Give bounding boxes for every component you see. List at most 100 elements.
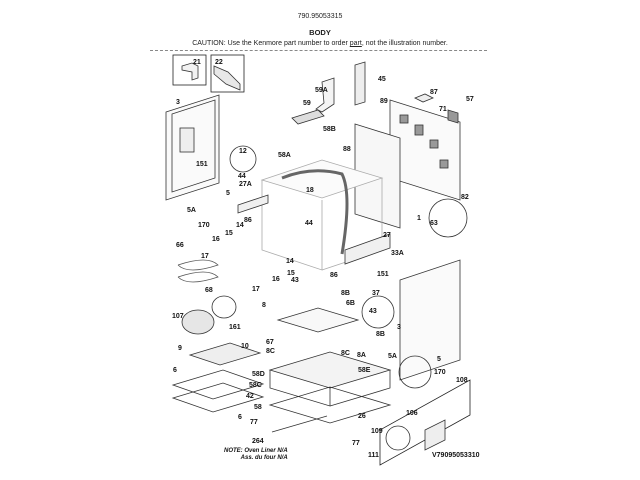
callout-21: 21 <box>193 59 201 66</box>
callout-37: 37 <box>372 290 380 297</box>
callout-58B: 58B <box>323 126 336 133</box>
callout-43b: 43 <box>369 308 377 315</box>
drawer-panel-58 <box>268 386 392 424</box>
callout-6b: 6 <box>238 414 242 421</box>
callout-67: 67 <box>266 339 274 346</box>
callout-111: 111 <box>368 452 379 459</box>
rack-8 <box>276 307 360 333</box>
callout-151b: 151 <box>377 271 389 278</box>
callout-3b: 3 <box>397 324 401 331</box>
callout-106: 106 <box>406 410 418 417</box>
callout-6B: 6B <box>346 300 355 307</box>
drawer-sides <box>269 370 391 407</box>
callout-59A: 59A <box>315 87 328 94</box>
callout-8Bb: 8B <box>376 331 385 338</box>
callout-58E: 58E <box>358 367 371 374</box>
callout-77: 77 <box>250 419 258 426</box>
callout-14: 14 <box>236 222 244 229</box>
callout-3: 3 <box>176 99 180 106</box>
callout-17: 17 <box>201 253 209 260</box>
callout-107: 107 <box>172 313 184 320</box>
callout-12: 12 <box>239 148 247 155</box>
callout-26: 26 <box>358 413 366 420</box>
callout-44: 44 <box>238 173 246 180</box>
caution-text: CAUTION: Use the Kenmore part number to … <box>0 40 640 47</box>
callout-27: 27 <box>383 232 391 239</box>
bracket-45 <box>354 61 366 106</box>
warming-drawer <box>268 351 392 389</box>
part-57 <box>447 109 459 124</box>
rear-panel-71 <box>389 99 461 201</box>
side-panel-left <box>165 94 220 201</box>
bracket-59A <box>315 77 335 113</box>
callout-59: 59 <box>303 100 311 107</box>
callout-43: 43 <box>291 277 299 284</box>
header-divider <box>150 50 487 51</box>
callout-77b: 77 <box>352 440 360 447</box>
oven-rack-top <box>171 369 265 400</box>
callout-44b: 44 <box>305 220 313 227</box>
callout-71: 71 <box>439 106 447 113</box>
rail-27 <box>344 233 391 265</box>
callout-5: 5 <box>226 190 230 197</box>
callout-58: 58 <box>254 404 262 411</box>
callout-87: 87 <box>430 89 438 96</box>
callout-17b: 17 <box>252 286 260 293</box>
callout-161: 161 <box>229 324 241 331</box>
callout-57: 57 <box>466 96 474 103</box>
model-number: 790.95053315 <box>297 13 343 20</box>
part-5A-inset <box>398 355 432 389</box>
callout-108: 108 <box>456 377 468 384</box>
callout-68: 68 <box>205 287 213 294</box>
part-59 <box>291 109 325 125</box>
callout-86b: 86 <box>330 272 338 279</box>
callout-58D: 58D <box>252 371 265 378</box>
part-21-inset <box>172 54 207 86</box>
callout-170: 170 <box>198 222 210 229</box>
fan-blade-109 <box>385 425 411 451</box>
callout-22: 22 <box>215 59 223 66</box>
callout-63: 63 <box>430 220 438 227</box>
part-43-inset <box>361 295 395 329</box>
callout-264: 264 <box>252 438 264 445</box>
illustration-id: V79095053310 <box>432 452 480 459</box>
callout-5A: 5A <box>187 207 196 214</box>
callout-8: 8 <box>262 302 266 309</box>
callout-8A: 8A <box>357 352 366 359</box>
callout-5b: 5 <box>437 356 441 363</box>
note-line-2: Ass. du four N/A <box>240 455 288 461</box>
section-title: BODY <box>309 28 331 37</box>
callout-18: 18 <box>306 187 314 194</box>
callout-42: 42 <box>246 393 254 400</box>
callout-6: 6 <box>173 367 177 374</box>
callout-15: 15 <box>225 230 233 237</box>
fan-motor-108 <box>424 419 446 451</box>
kick-panel-264 <box>271 415 328 433</box>
part-22-inset <box>210 54 245 93</box>
callout-10: 10 <box>241 343 249 350</box>
callout-109: 109 <box>371 428 383 435</box>
part-link[interactable]: part <box>349 40 362 47</box>
note-line-1: NOTE: Oven Liner N/A <box>224 448 288 454</box>
callout-8Cb: 8C <box>341 350 350 357</box>
broil-element-66 <box>177 259 219 283</box>
part-87 <box>414 93 434 103</box>
fan-cover-107 <box>181 309 215 335</box>
callout-15b: 15 <box>287 270 295 277</box>
callout-33A: 33A <box>391 250 404 257</box>
callout-82: 82 <box>461 194 469 201</box>
callout-9: 9 <box>178 345 182 352</box>
rail-27A <box>237 194 269 214</box>
callout-66: 66 <box>176 242 184 249</box>
callout-8B: 8B <box>341 290 350 297</box>
oven-liner-note: NOTE: Oven Liner N/A Ass. du four N/A <box>224 448 288 462</box>
side-panel-right <box>399 259 461 381</box>
callout-5Ab: 5A <box>388 353 397 360</box>
callout-45: 45 <box>378 76 386 83</box>
callout-88: 88 <box>343 146 351 153</box>
broil-pan <box>188 342 262 366</box>
callout-27A: 27A <box>239 181 252 188</box>
callout-58A: 58A <box>278 152 291 159</box>
part-82-inset <box>428 198 468 238</box>
